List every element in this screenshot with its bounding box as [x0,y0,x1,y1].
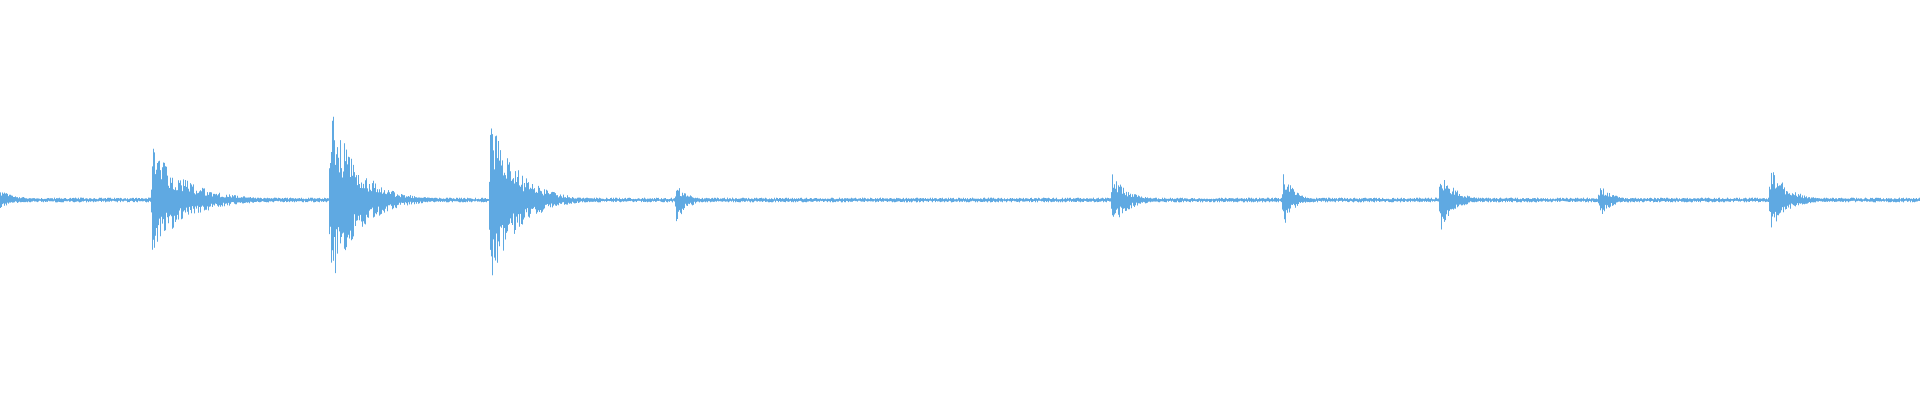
waveform-samples [0,116,1920,276]
waveform-path [0,116,1920,276]
